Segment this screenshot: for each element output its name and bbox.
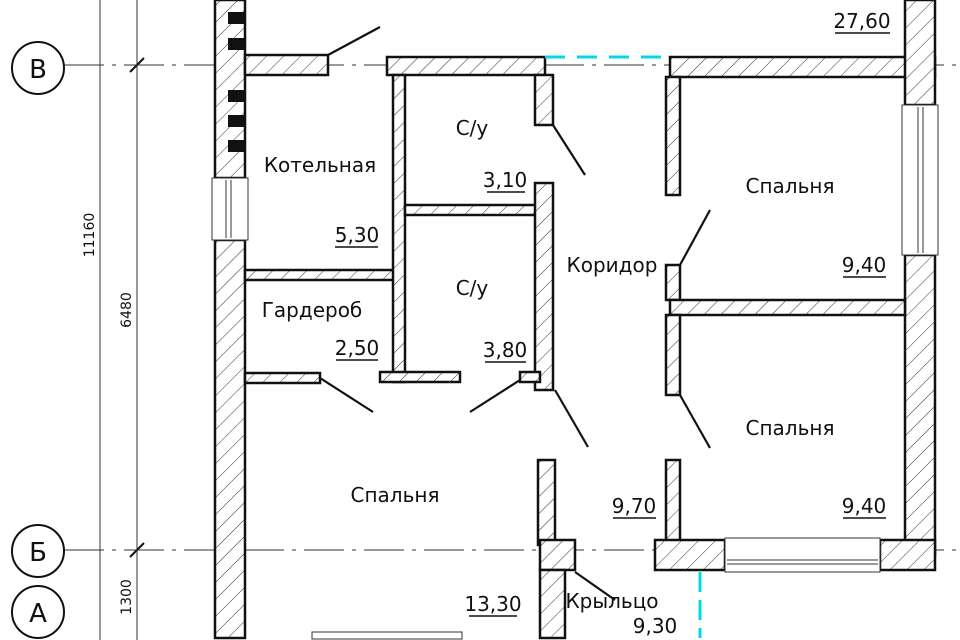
dimension-lines: 11160 6480 1300 <box>82 0 145 640</box>
room-area: 3,10 <box>483 168 528 192</box>
room-name: С/у <box>456 276 489 300</box>
dimension-total: 11160 <box>82 213 98 258</box>
room-area: 13,30 <box>464 592 521 616</box>
dimension-upper: 6480 <box>119 292 135 328</box>
room-area: 2,50 <box>335 336 380 360</box>
room-area: 9,70 <box>612 494 657 518</box>
room-name: С/у <box>456 116 489 140</box>
room-name: Спальня <box>746 174 835 198</box>
windows <box>211 104 939 640</box>
axis-marker-a <box>11 585 65 639</box>
room-area: 9,40 <box>842 253 887 277</box>
room-name: Гардероб <box>262 298 363 322</box>
room-area: 9,30 <box>633 614 678 638</box>
room-name: Спальня <box>746 416 835 440</box>
axis-label-b: Б <box>29 538 47 568</box>
vent-ducts <box>228 12 244 152</box>
room-area: 27,60 <box>833 9 890 33</box>
dimension-lower: 1300 <box>119 579 135 615</box>
room-labels: 27,60 Котельная 5,30 С/у 3,10 С/у 3,80 Г… <box>262 9 891 638</box>
door-swings <box>319 26 711 638</box>
room-name: Крыльцо <box>565 589 658 613</box>
axis-marker-v <box>11 41 65 95</box>
room-name: Коридор <box>567 253 658 277</box>
axis-marker-b <box>11 524 65 578</box>
room-area: 5,30 <box>335 223 380 247</box>
room-name: Спальня <box>351 483 440 507</box>
axis-label-a: А <box>29 599 47 629</box>
room-name: Котельная <box>264 153 376 177</box>
room-area: 3,80 <box>483 338 528 362</box>
room-area: 9,40 <box>842 494 887 518</box>
axis-label-v: В <box>29 55 47 85</box>
